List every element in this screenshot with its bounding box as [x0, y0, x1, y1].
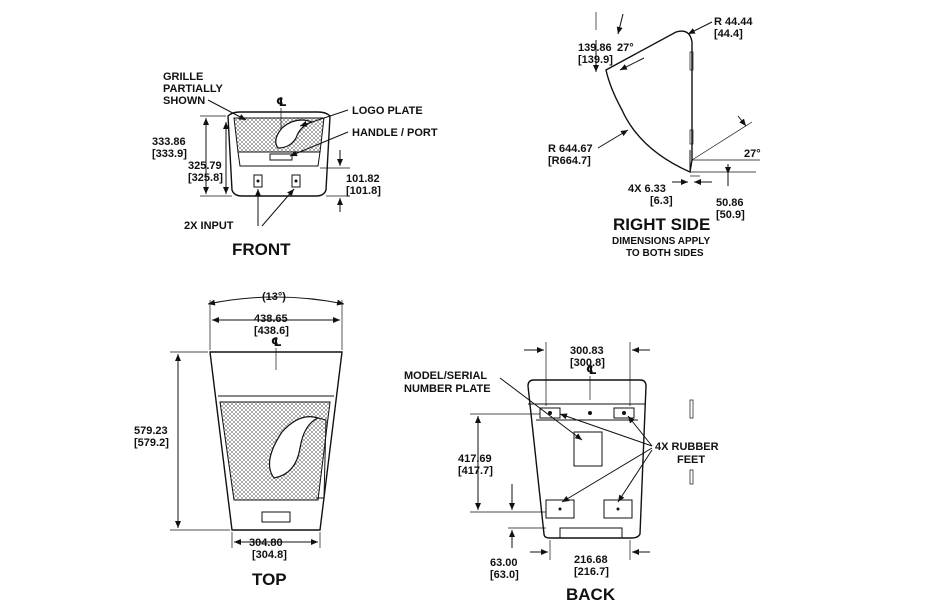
back-view-title: BACK [566, 585, 616, 604]
back-height-alt: [417.7] [458, 465, 493, 477]
back-centerline-symbol: ℄ [586, 363, 597, 377]
side-angle-top: 27° [617, 42, 634, 54]
side-radius-top-alt: [44.4] [714, 28, 743, 40]
top-depth-value: 579.23 [134, 425, 168, 437]
front-input-label: 2X INPUT [184, 220, 234, 232]
front-grille-label: GRILLE [163, 71, 203, 83]
back-top-span-alt: [300.8] [570, 357, 605, 369]
top-bottom-width-alt: [304.8] [252, 549, 287, 561]
front-input-height-value: 101.82 [346, 173, 380, 185]
front-overall-height-value: 333.86 [152, 136, 186, 148]
side-view-title: RIGHT SIDE [613, 215, 710, 234]
front-input-height-alt: [101.8] [346, 185, 381, 197]
front-centerline-symbol: ℄ [276, 95, 287, 109]
front-view-title: FRONT [232, 240, 291, 259]
back-offset-alt: [63.0] [490, 569, 519, 581]
back-cabinet-outline [527, 379, 647, 539]
front-input-left [253, 174, 263, 188]
top-handle [261, 511, 291, 523]
side-top-offset-alt: [139.9] [578, 54, 613, 66]
top-width-value: 438.65 [254, 313, 288, 325]
back-foot-top-left [539, 407, 561, 419]
side-bottom-offset-alt: [50.9] [716, 209, 745, 221]
back-model-label-2: NUMBER PLATE [404, 383, 491, 395]
side-view-note-2: TO BOTH SIDES [626, 248, 704, 259]
back-bottom-span-alt: [216.7] [574, 566, 609, 578]
front-overall-height-alt: [333.9] [152, 148, 187, 160]
side-radius-front-value: R 644.67 [548, 143, 593, 155]
top-cabinet-outline [209, 351, 343, 531]
front-horn [275, 119, 314, 149]
side-radius-front-alt: [R664.7] [548, 155, 591, 167]
top-horn [268, 416, 320, 479]
right-side-view: 139.86 [139.9] 27° R 44.44 [44.4] R 644.… [548, 12, 761, 259]
back-height-value: 417.69 [458, 453, 492, 465]
front-logo-plate [269, 153, 293, 161]
back-view: ℄ 300.83 [300.8] 417.69 [417.7] 63.00 [6… [404, 342, 719, 604]
side-feet-alt: [6.3] [650, 195, 673, 207]
side-bottom-offset-value: 50.86 [716, 197, 744, 209]
back-top-span-value: 300.83 [570, 345, 604, 357]
top-depth-alt: [579.2] [134, 437, 169, 449]
front-input-right [291, 174, 301, 188]
back-model-label-1: MODEL/SERIAL [404, 370, 487, 382]
front-partially-label: PARTIALLY [163, 83, 224, 95]
top-bottom-width-value: 304.80 [249, 537, 283, 549]
front-body-height-value: 325.79 [188, 160, 222, 172]
side-feet-value: 4X 6.33 [628, 183, 666, 195]
back-feet-label-1: 4X RUBBER [655, 441, 719, 453]
back-foot-bottom-left [545, 499, 575, 519]
top-width-alt: [438.6] [254, 325, 289, 337]
top-centerline-symbol: ℄ [271, 335, 282, 349]
back-bottom-span-value: 216.68 [574, 554, 608, 566]
side-angle-bottom: 27° [744, 148, 761, 160]
back-model-plate [573, 431, 603, 467]
front-cabinet-outline [227, 111, 331, 197]
front-body-height-alt: [325.8] [188, 172, 223, 184]
front-handle-port-label: HANDLE / PORT [352, 127, 438, 139]
side-top-offset-value: 139.86 [578, 42, 612, 54]
front-logo-plate-label: LOGO PLATE [352, 105, 423, 117]
back-foot-top-right [613, 407, 635, 419]
front-shown-label: SHOWN [163, 95, 205, 107]
top-angle-value: (13°) [262, 291, 286, 303]
top-view: ℄ (13°) 438.65 [438.6] 579.23 [579.2] 30… [134, 291, 345, 589]
side-cabinet-outline [605, 30, 693, 174]
side-view-note-1: DIMENSIONS APPLY [612, 236, 710, 247]
front-view: ℄ 333.86 [333.9] 325.79 [325.8] 101.82 [… [152, 71, 438, 259]
top-view-title: TOP [252, 570, 287, 589]
side-radius-top-value: R 44.44 [714, 16, 753, 28]
back-offset-value: 63.00 [490, 557, 518, 569]
back-feet-label-2: FEET [677, 454, 705, 466]
